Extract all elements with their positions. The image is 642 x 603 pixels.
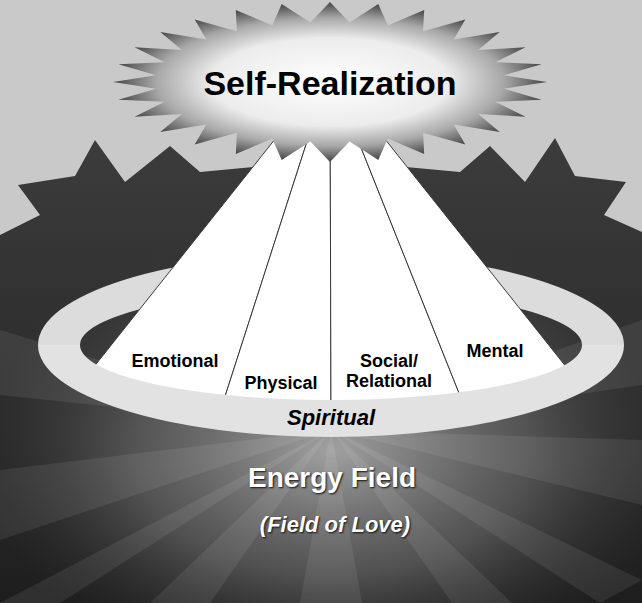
wedge-outline	[330, 70, 575, 408]
node-text: Self-Realization	[203, 65, 456, 102]
node-text: Emotional	[131, 352, 218, 372]
node-text: Spiritual	[287, 406, 375, 430]
wedge-outline	[220, 70, 331, 418]
field-label: Energy Field	[248, 463, 416, 494]
starburst-node: Self-Realization	[111, 0, 549, 164]
field-label: (Field of Love)	[260, 513, 410, 537]
starburst-outline	[113, 2, 547, 162]
node-text: Physical	[244, 374, 317, 394]
node-text: Social/ Relational	[339, 352, 439, 392]
ring-front-half	[38, 345, 624, 437]
node-text: Mental	[466, 342, 523, 362]
ring-band: Spiritual	[38, 345, 624, 438]
